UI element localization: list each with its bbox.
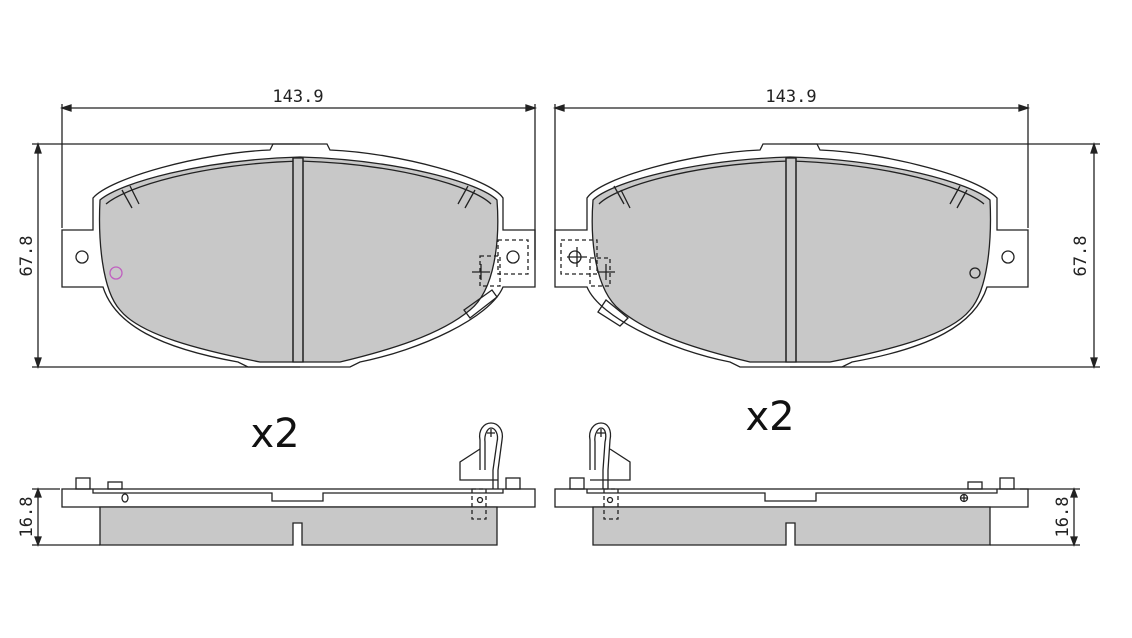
- right-sensor-outline: [589, 257, 611, 287]
- left-sensor-outline: [497, 239, 529, 275]
- right-height-arrows: [1090, 141, 1098, 370]
- right-sensor-clip: [597, 299, 629, 327]
- right-ear-hole: [1001, 250, 1015, 264]
- right-spring-clip: [588, 422, 612, 489]
- left-side-tab: [107, 481, 123, 490]
- right-side-friction: [592, 506, 991, 546]
- left-quantity-label: x2: [250, 411, 299, 457]
- right-quantity-label: x2: [745, 394, 794, 440]
- left-center-slot: [292, 157, 304, 363]
- left-height-label: 67.8: [17, 236, 37, 277]
- right-side-rivet-cross: [960, 494, 968, 502]
- right-side-shim: [586, 489, 998, 502]
- left-side-tab: [75, 477, 91, 490]
- right-center-slot: [785, 157, 797, 363]
- left-side-tab: [505, 477, 521, 490]
- right-width-arrows: [552, 104, 1031, 112]
- left-chamfer-mark: [457, 185, 476, 209]
- right-height-label: 67.8: [1071, 236, 1091, 277]
- right-side-backing: [554, 488, 1029, 508]
- left-height-arrows: [34, 141, 42, 370]
- left-width-arrows: [59, 104, 538, 112]
- right-clip-cross: [597, 429, 605, 437]
- left-spring-clip: [478, 422, 504, 489]
- right-thickness-arrows: [1070, 487, 1078, 547]
- right-side-tab: [967, 481, 983, 490]
- left-thickness-label: 16.8: [17, 497, 37, 538]
- left-side-backing: [61, 488, 536, 508]
- left-pad-front-view: 143.9 67.8: [17, 87, 538, 370]
- left-thickness-arrows: [34, 487, 42, 547]
- left-sensor-outline: [479, 255, 501, 287]
- right-clip-leg: [603, 488, 619, 520]
- left-width-label: 143.9: [272, 87, 323, 107]
- right-clip-body: [590, 448, 631, 481]
- left-clip-body: [459, 448, 498, 481]
- left-clip-leg: [471, 488, 487, 520]
- right-pad-front-view: 143.9 67.8: [552, 87, 1100, 370]
- right-chamfer-mark: [949, 185, 968, 209]
- left-clip-hole: [476, 496, 484, 504]
- left-side-friction: [99, 506, 498, 546]
- right-sensor-outline: [560, 239, 598, 275]
- left-ear-hole: [506, 250, 520, 264]
- right-side-tab: [569, 477, 585, 490]
- right-small-circle: [969, 267, 981, 279]
- right-sensor-cross: [567, 247, 615, 280]
- left-backing-plate: [61, 143, 536, 368]
- right-thickness-label: 16.8: [1053, 497, 1073, 538]
- right-backing-plate: [554, 143, 1029, 368]
- left-spring-clip-inner: [484, 427, 499, 489]
- left-pad-side-view: 16.8: [17, 422, 536, 547]
- right-clip-hole: [606, 496, 614, 504]
- left-side-rivet: [121, 493, 129, 503]
- right-pad-side-view: 16.8: [554, 422, 1080, 547]
- left-sensor-clip: [463, 289, 498, 319]
- left-sensor-cross: [472, 264, 490, 280]
- right-chamfer-mark: [613, 185, 631, 209]
- left-side-shim: [92, 489, 504, 502]
- left-clip-cross: [487, 429, 495, 437]
- right-side-tab: [999, 477, 1015, 490]
- left-chamfer-mark: [121, 185, 140, 209]
- left-marker-circle: [109, 266, 123, 280]
- right-width-label: 143.9: [765, 87, 816, 107]
- right-spring-clip-inner: [594, 427, 607, 489]
- left-ear-hole: [75, 250, 89, 264]
